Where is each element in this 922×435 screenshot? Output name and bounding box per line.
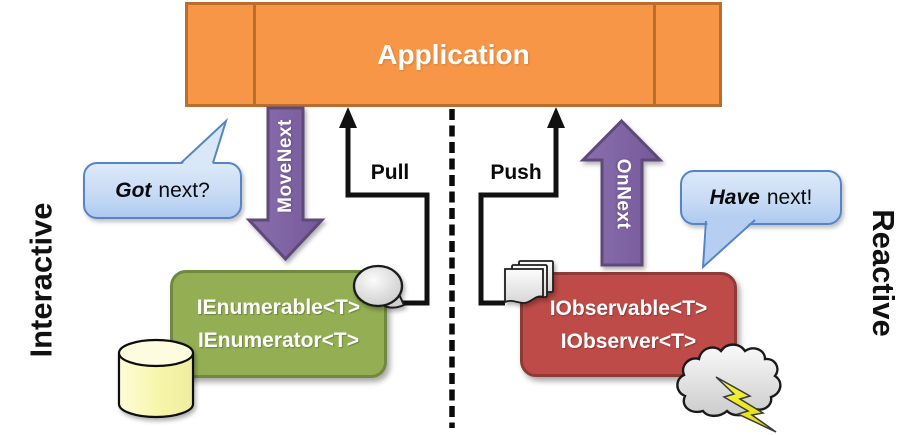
onnext-caption: OnNext bbox=[612, 158, 634, 230]
interactive-side-label: Interactive bbox=[24, 202, 60, 358]
got-next-emphasis: Got bbox=[115, 178, 152, 202]
iobservable-box: IObservable<T> IObserver<T> bbox=[520, 272, 737, 377]
ienumerable-box: IEnumerable<T> IEnumerator<T> bbox=[170, 270, 387, 378]
application-divider-left bbox=[253, 5, 256, 104]
have-next-bubble-tail bbox=[701, 218, 756, 270]
application-box: Application bbox=[185, 2, 722, 107]
iobservable-line: IObservable<T> bbox=[549, 296, 708, 320]
pull-label: Pull bbox=[370, 161, 410, 184]
have-next-emphasis: Have bbox=[709, 185, 760, 209]
got-next-bubble-tail bbox=[180, 117, 229, 166]
got-next-bubble: Got next? bbox=[83, 162, 242, 219]
application-divider-right bbox=[653, 5, 656, 104]
lightning-bolt-icon bbox=[715, 376, 777, 433]
got-next-rest: next? bbox=[158, 178, 210, 202]
push-label: Push bbox=[490, 161, 542, 184]
ienumerable-line: IEnumerable<T> bbox=[196, 296, 361, 319]
ienumerator-line: IEnumerator<T> bbox=[197, 329, 360, 352]
have-next-rest: next! bbox=[766, 185, 813, 209]
application-title: Application bbox=[377, 38, 530, 70]
movenext-caption: MoveNext bbox=[275, 119, 296, 213]
reactive-side-label: Reactive bbox=[866, 209, 901, 337]
iobserver-line: IObserver<T> bbox=[560, 329, 697, 353]
have-next-bubble: Have next! bbox=[680, 170, 842, 225]
